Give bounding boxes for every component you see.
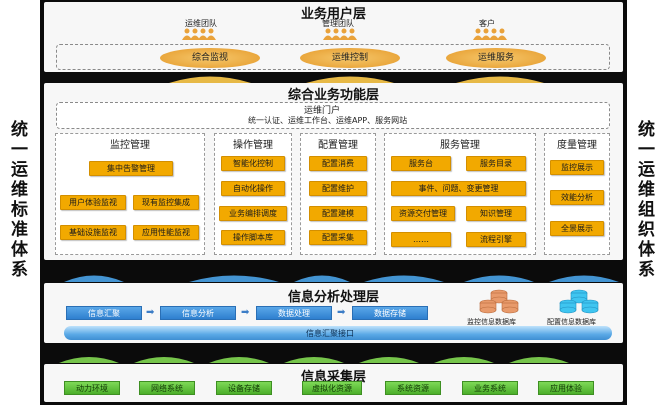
btn-config-model[interactable]: 配置建模 — [309, 206, 367, 221]
left-title-char: 体 — [11, 240, 29, 260]
arrow-right-icon: ➡ — [337, 307, 346, 318]
people-icon — [473, 28, 507, 40]
monitor-database-icon — [479, 289, 519, 314]
info-bus-pipe — [64, 326, 612, 340]
user-group-label: 管理团队 — [322, 19, 354, 28]
left-title-char: 运 — [11, 160, 29, 180]
step-data-process[interactable]: 数据处理 — [256, 306, 332, 320]
collect-app-experience[interactable]: 应用体验 — [538, 381, 594, 395]
panel-title: 度量管理 — [557, 140, 597, 151]
panel-title: 操作管理 — [233, 140, 273, 151]
left-title-char: 一 — [11, 140, 29, 160]
people-icon — [182, 28, 216, 40]
step-data-storage[interactable]: 数据存储 — [352, 306, 428, 320]
people-icon — [323, 28, 357, 40]
left-title-char: 标 — [11, 200, 29, 220]
btn-smart-control[interactable]: 智能化控制 — [221, 156, 285, 171]
left-title-char: 系 — [11, 260, 29, 280]
btn-script-library[interactable]: 操作脚本库 — [221, 230, 285, 245]
collect-virtualization[interactable]: 虚拟化资源 — [302, 381, 362, 395]
config-database-icon — [559, 289, 599, 314]
info-bus-label: 信息汇聚接口 — [306, 329, 354, 338]
right-vertical-title: 统 一 运 维 组 织 体 系 — [627, 120, 667, 280]
btn-resource-delivery[interactable]: 资源交付管理 — [391, 206, 455, 221]
btn-service-catalog[interactable]: 服务目录 — [466, 156, 526, 171]
panel-title: 服务管理 — [440, 140, 480, 151]
oval-integrated-monitoring[interactable]: 综合监视 — [160, 48, 260, 68]
btn-monitor-display[interactable]: 监控展示 — [550, 160, 604, 175]
left-title-char: 统 — [11, 120, 29, 140]
arrow-right-icon: ➡ — [241, 307, 250, 318]
btn-service-desk[interactable]: 服务台 — [391, 156, 451, 171]
step-info-analysis[interactable]: 信息分析 — [160, 306, 236, 320]
btn-efficiency[interactable]: 效能分析 — [550, 190, 604, 205]
user-services-box — [56, 44, 610, 70]
right-title-char: 体 — [638, 240, 656, 260]
left-vertical-title: 统 一 运 维 标 准 体 系 — [0, 120, 40, 280]
btn-infrastructure[interactable]: 基础设施监视 — [60, 225, 126, 240]
btn-automation[interactable]: 自动化操作 — [221, 181, 285, 196]
right-title-char: 运 — [638, 160, 656, 180]
monitor-db-label: 监控信息数据库 — [467, 318, 516, 326]
right-title-char: 组 — [638, 200, 656, 220]
btn-incident-problem-change[interactable]: 事件、问题、变更管理 — [391, 181, 526, 196]
right-title-char: 系 — [638, 260, 656, 280]
left-side-column: 统 一 运 维 标 准 体 系 — [0, 0, 40, 405]
right-title-char: 维 — [638, 180, 656, 200]
yellow-fan-connectors — [169, 76, 544, 83]
portal-subtitle[interactable]: 统一认证、运维工作台、运维APP、服务网站 — [248, 116, 408, 125]
btn-central-alarm[interactable]: 集中告警管理 — [89, 161, 173, 176]
ops-portal-box — [56, 102, 610, 129]
collect-power-env[interactable]: 动力环境 — [64, 381, 120, 395]
layer-title: 综合业务功能层 — [287, 88, 379, 103]
collect-storage[interactable]: 设备存储 — [216, 381, 272, 395]
right-title-char: 统 — [638, 120, 656, 140]
right-title-char: 织 — [638, 220, 656, 240]
step-info-gather[interactable]: 信息汇聚 — [66, 306, 142, 320]
layer-title: 信息分析处理层 — [287, 290, 379, 305]
collect-system[interactable]: 系统资源 — [385, 381, 441, 395]
btn-config-consume[interactable]: 配置消费 — [309, 156, 367, 171]
blue-fan-connectors — [64, 275, 619, 282]
panel-title: 配置管理 — [318, 140, 358, 151]
collect-business[interactable]: 业务系统 — [462, 381, 518, 395]
portal-title: 运维门户 — [304, 106, 341, 116]
btn-process-engine[interactable]: 流程引擎 — [466, 232, 526, 247]
user-group-label: 客户 — [479, 19, 495, 28]
btn-more[interactable]: …… — [391, 232, 451, 247]
left-title-char: 准 — [11, 220, 29, 240]
panel-title: 监控管理 — [110, 140, 150, 151]
btn-config-collect[interactable]: 配置采集 — [309, 230, 367, 245]
btn-app-performance[interactable]: 应用性能监视 — [133, 225, 199, 240]
right-side-column: 统 一 运 维 组 织 体 系 — [627, 0, 667, 405]
right-title-char: 一 — [638, 140, 656, 160]
left-title-char: 维 — [11, 180, 29, 200]
config-db-label: 配置信息数据库 — [547, 318, 596, 326]
layer-title: 业务用户层 — [300, 7, 366, 22]
btn-knowledge[interactable]: 知识管理 — [466, 206, 526, 221]
arrow-right-icon: ➡ — [146, 307, 155, 318]
btn-monitor-integration[interactable]: 现有监控集成 — [133, 195, 199, 210]
user-group-label: 运维团队 — [185, 19, 217, 28]
oval-ops-service[interactable]: 运维服务 — [446, 48, 546, 68]
btn-panorama[interactable]: 全景展示 — [550, 221, 604, 236]
btn-user-experience[interactable]: 用户体验监视 — [60, 195, 126, 210]
collect-network[interactable]: 网络系统 — [139, 381, 195, 395]
btn-config-maintain[interactable]: 配置维护 — [309, 181, 367, 196]
oval-ops-control[interactable]: 运维控制 — [300, 48, 400, 68]
green-fan-connectors — [59, 357, 569, 363]
btn-orchestration[interactable]: 业务编排调度 — [219, 206, 287, 221]
